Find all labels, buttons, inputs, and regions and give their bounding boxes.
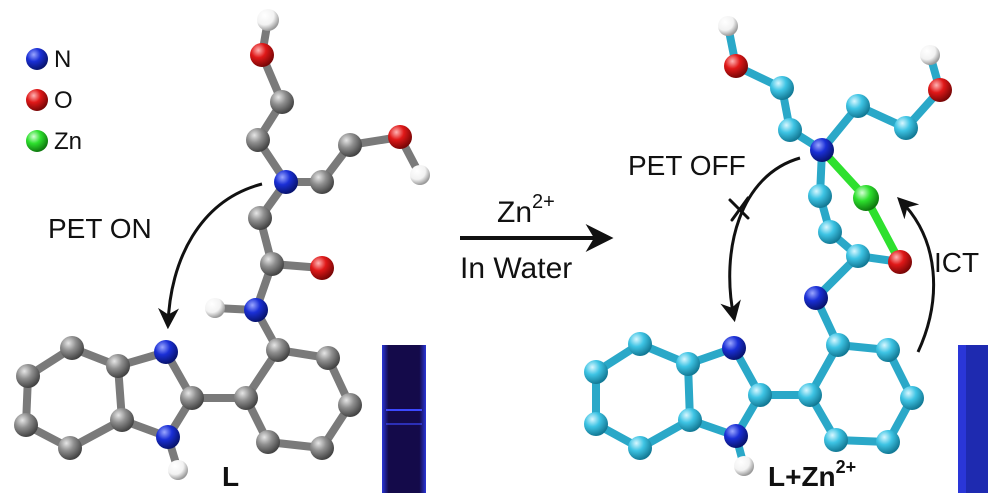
reaction-arrow: Zn2+ In Water	[460, 191, 614, 285]
ligand-l-model	[14, 9, 430, 480]
ligand-l-atoms	[14, 9, 430, 480]
complex-l-zn-model	[584, 16, 952, 476]
legend-item-o: O	[26, 87, 73, 114]
pet-on-label: PET ON	[48, 213, 152, 244]
legend-label-n: N	[54, 46, 71, 73]
legend-label-o: O	[54, 87, 73, 114]
reagent-label: Zn2+	[497, 191, 555, 229]
nitrogen-atom-icon	[26, 48, 48, 70]
cuvette-ligand	[382, 345, 426, 493]
legend-item-n: N	[26, 46, 71, 73]
pet-off-label: PET OFF	[628, 150, 746, 181]
reagent-charge: 2+	[532, 191, 555, 213]
zinc-atom-icon	[26, 130, 48, 152]
ict-label: ICT	[934, 247, 979, 278]
condition-label: In Water	[460, 252, 572, 285]
compound-l-label: L	[222, 461, 239, 492]
pet-on-arrow	[158, 182, 263, 330]
compound-complex-label: L+Zn2+	[768, 457, 856, 492]
complex-atoms	[584, 16, 952, 476]
ict-arrow	[897, 197, 936, 353]
complex-base: L+Zn	[768, 461, 836, 492]
blocked-cross-icon	[728, 196, 750, 222]
complex-charge: 2+	[836, 457, 857, 477]
pet-off-arrow	[720, 156, 801, 323]
legend-item-zn: Zn	[26, 128, 82, 155]
reagent-ion: Zn	[497, 196, 532, 229]
cuvette-complex	[958, 345, 988, 493]
atom-legend: N O Zn	[26, 46, 82, 155]
legend-label-zn: Zn	[54, 128, 82, 155]
oxygen-atom-icon	[26, 89, 48, 111]
